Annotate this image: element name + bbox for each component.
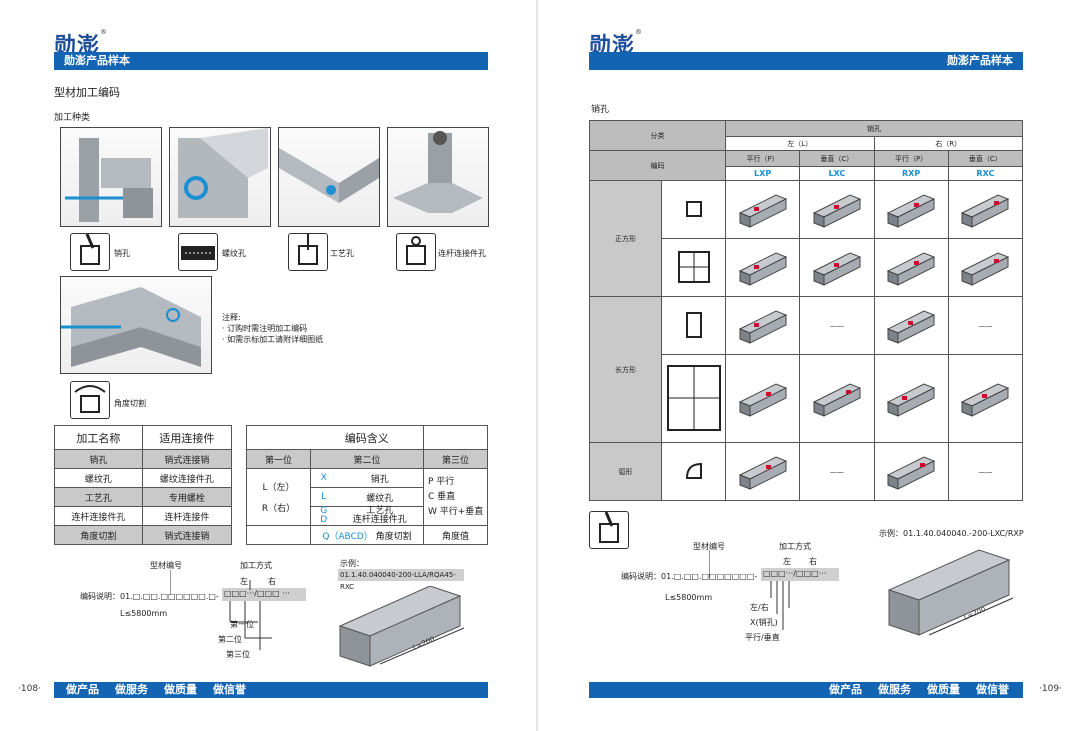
footer-bar: 做产品做服务做质量做信誉 — [589, 682, 1023, 698]
type-label-thread: 螺纹孔 — [222, 249, 246, 258]
example-label: 示例： — [340, 559, 364, 568]
pin-hole-profile-image — [947, 354, 1024, 443]
code-leader-lines — [170, 570, 272, 650]
method-label: 加工方式 — [240, 561, 272, 570]
length-label: L≤5800mm — [665, 593, 713, 602]
pin-hole-profile-image — [947, 180, 1024, 239]
pin-hole-profile-image — [799, 180, 875, 239]
pin-hole-profile-image — [799, 238, 875, 297]
left-right-label: 左/右 — [750, 603, 769, 612]
pin-hole-icon — [70, 233, 110, 271]
note-line-2: · 如需示标加工请附详细图纸 — [222, 335, 324, 344]
angle-cut-photo — [60, 276, 212, 374]
angle-cut-icon — [70, 381, 110, 419]
pin-hole-profile-image — [873, 238, 949, 297]
code-desc: 编码说明：01.□.□□.□□□□□□.□- — [80, 592, 219, 601]
example-profile-drawing: L=200 — [887, 549, 1014, 636]
footer-bar: 做产品做服务做质量做信誉 — [54, 682, 488, 698]
page-header-bar: 勋澎产品样本 — [589, 52, 1023, 70]
second-digit-label: 第二位 — [218, 635, 242, 644]
type-label-pin: 销孔 — [114, 249, 130, 258]
right-page: 勋澎® 勋澎产品样本 销孔 分类销孔 左（L）右（R） 编码平行（P）垂直（C）… — [539, 0, 1077, 731]
not-applicable-dash: —— — [799, 442, 875, 501]
code-box: □□□···/□□□··· — [761, 568, 839, 581]
pin-hole-profile-image — [947, 238, 1024, 297]
page-number: ·108· — [18, 684, 41, 694]
pin-hole-profile-image — [724, 180, 801, 239]
pin-hole-profile-image — [799, 354, 875, 443]
note-title: 注释: — [222, 313, 241, 322]
page-header-bar: 勋澎产品样本 — [54, 52, 488, 70]
example-label: 示例：01.1.40.040040.-200-LXC/RXP — [879, 529, 1024, 538]
pin-hole-profile-image — [873, 354, 949, 443]
example-code: 01.1.40.040040-200-LLA/RQA45-RXC — [338, 569, 464, 591]
pin-hole-profile-image — [724, 296, 801, 355]
pin-hole-profile-image — [873, 296, 949, 355]
left-label: 左 — [783, 557, 791, 566]
pin-hole-profile-image — [724, 442, 801, 501]
pin-hole-photo — [60, 127, 162, 227]
process-hole-photo — [278, 127, 380, 227]
connector-hole-photo — [387, 127, 489, 227]
right-label: 右 — [268, 577, 276, 586]
page-number: ·109· — [1039, 684, 1062, 694]
connector-hole-icon — [396, 233, 436, 271]
right-label: 右 — [809, 557, 817, 566]
process-hole-icon — [288, 233, 328, 271]
type-label-connector: 连杆连接件孔 — [438, 249, 486, 258]
pin-hole-profile-image — [873, 180, 949, 239]
type-label-angle: 角度切割 — [114, 399, 146, 408]
length-label: L≤5800mm — [120, 609, 168, 618]
not-applicable-dash: —— — [799, 296, 875, 355]
pin-hole-profile-image — [724, 354, 801, 443]
thread-hole-icon — [178, 233, 218, 271]
code-desc: 编码说明：01.□.□□.□□□□□□□- — [621, 572, 758, 581]
left-label: 左 — [240, 577, 248, 586]
first-digit-label: 第一位 — [230, 620, 254, 629]
profile-number-label: 型材编号 — [693, 542, 725, 551]
code-box: □□□···/□□□ ··· — [222, 588, 306, 601]
pin-hole-table: 分类销孔 左（L）右（R） 编码平行（P）垂直（C）平行（P）垂直（C） LXP… — [589, 120, 1024, 501]
section-title: 加工种类 — [54, 113, 91, 123]
pin-hole-profile-image — [873, 442, 949, 501]
processing-name-table: 加工名称适用连接件 销孔销式连接销 螺纹孔螺纹连接件孔 工艺孔专用螺栓 连杆连接… — [54, 425, 233, 545]
note-line-1: · 订购时需注明加工编码 — [222, 324, 308, 333]
code-leader-lines — [709, 550, 790, 630]
left-page: 勋澎® 勋澎产品样本 型材加工编码 加工种类 销孔 螺纹孔 工艺孔 连杆连接件孔… — [0, 0, 538, 731]
pin-hole-profile-image — [724, 238, 801, 297]
profile-number-label: 型材编号 — [150, 561, 182, 570]
type-label-process: 工艺孔 — [330, 249, 354, 258]
example-profile-drawing: L=200 — [338, 586, 465, 667]
pin-hole-code-label: X(销孔) — [750, 618, 778, 627]
thread-hole-photo — [169, 127, 271, 227]
third-digit-label: 第三位 — [226, 650, 250, 659]
not-applicable-dash: —— — [947, 442, 1024, 501]
page-title: 型材加工编码 — [54, 86, 120, 99]
page-gutter — [536, 0, 541, 731]
not-applicable-dash: —— — [947, 296, 1024, 355]
section-title: 销孔 — [591, 105, 610, 115]
method-label: 加工方式 — [779, 542, 811, 551]
pin-hole-icon — [589, 511, 629, 549]
parallel-vertical-label: 平行/垂直 — [745, 633, 780, 642]
